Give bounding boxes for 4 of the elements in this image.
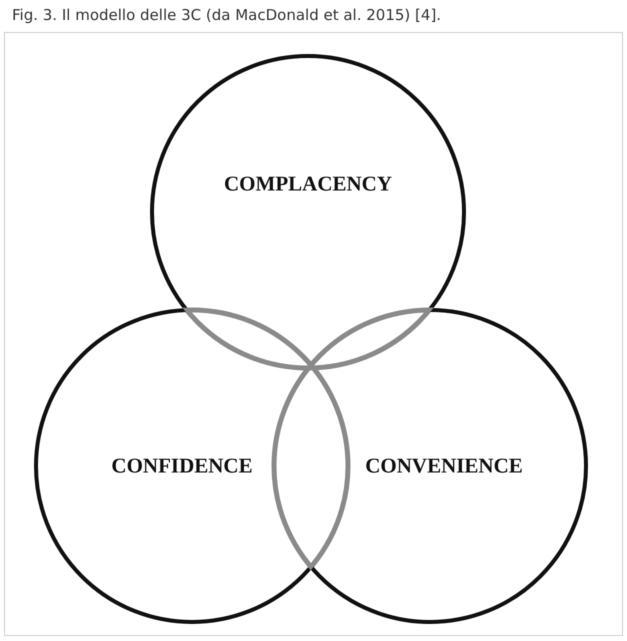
circle-label: CONVENIENCE [365, 454, 523, 478]
circle-label: COMPLACENCY [224, 172, 392, 196]
figure-caption: Fig. 3. Il modello delle 3C (da MacDonald et al. 2015) [4]. [12, 6, 442, 24]
circle-label: CONFIDENCE [111, 454, 253, 478]
